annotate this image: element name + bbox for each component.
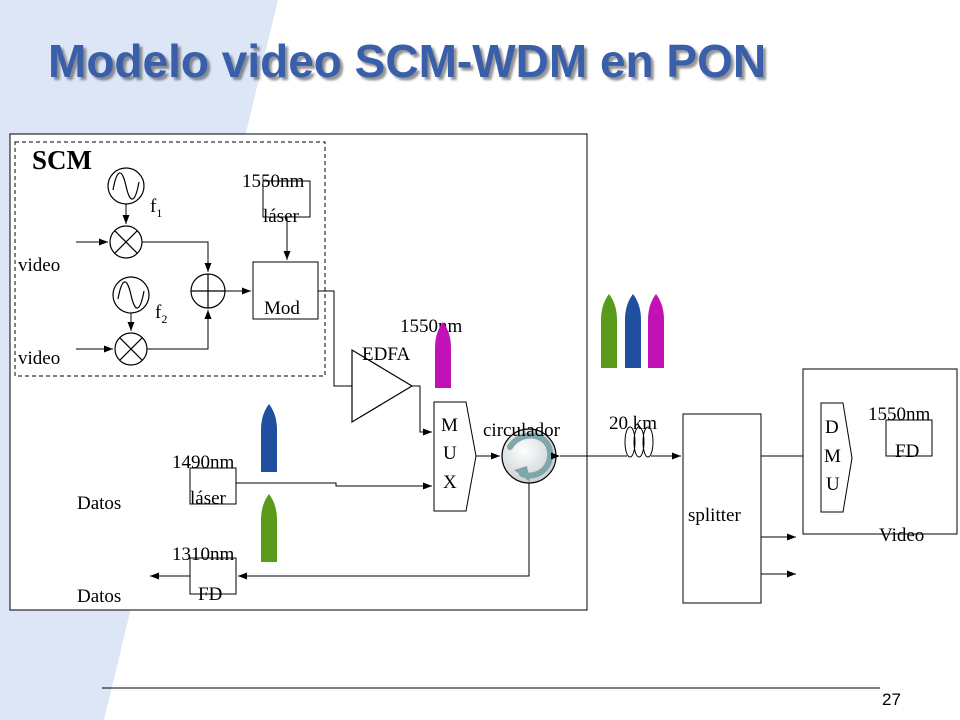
pulse-fiber-magenta	[648, 294, 664, 368]
splitter-label: splitter	[688, 505, 741, 526]
laser-1550-label: láser	[263, 206, 300, 227]
scm-label: SCM	[32, 145, 92, 175]
pulse-1310	[261, 494, 277, 562]
dmux-letter-m: M	[824, 446, 841, 467]
fiber-spool-icon	[624, 426, 654, 458]
laser-1550-wavelength: 1550nm	[242, 171, 305, 192]
splitter-box	[682, 413, 762, 604]
fd-1310-box	[189, 557, 237, 595]
laser-1490-wavelength: 1490nm	[172, 452, 235, 473]
dmux-letter-d: D	[825, 417, 839, 438]
fiber-length-label: 20 km	[609, 413, 657, 434]
video-input-1-label: video	[18, 255, 60, 276]
dmux-block	[820, 402, 853, 513]
f1-label: f1	[150, 196, 162, 220]
onu-wavelength: 1550nm	[868, 404, 931, 425]
circulator-label: circulador	[483, 420, 561, 441]
mux-block	[433, 401, 477, 512]
video-input-2-label: video	[18, 348, 60, 369]
laser-1490-label: láser	[190, 488, 227, 509]
edfa-wavelength: 1550nm	[400, 316, 463, 337]
oscillator-f2-icon	[112, 276, 150, 314]
page-number: 27	[882, 690, 901, 709]
modulator-label: Mod	[264, 298, 300, 319]
mux-letter-m: M	[441, 415, 458, 436]
mixer-1-icon	[109, 225, 143, 259]
video-output-label: Video	[879, 525, 924, 546]
pulse-1490	[261, 404, 277, 472]
pulse-fiber-green	[601, 294, 617, 368]
mux-letter-u: U	[443, 443, 457, 464]
scm-dashed-box	[14, 141, 326, 377]
mux-letter-x: X	[443, 472, 457, 493]
oscillator-f1-icon	[107, 167, 145, 205]
slide-title: Modelo video SCM-WDM en PON	[48, 35, 767, 87]
pulse-1550-edfa	[435, 322, 451, 388]
laser-1550-box	[262, 180, 311, 218]
pulse-fiber-blue	[625, 294, 641, 368]
onu-fd-label: FD	[895, 441, 919, 462]
edfa-label: EDFA	[362, 344, 410, 365]
onu-fd-box	[885, 419, 933, 457]
laser-1490-box	[189, 467, 237, 505]
fd-1310-label: FD	[198, 584, 222, 605]
fd-1310-wavelength: 1310nm	[172, 544, 235, 565]
dmux-letter-u: U	[826, 474, 840, 495]
signal-paths	[76, 204, 912, 580]
mixer-2-icon	[114, 332, 148, 366]
datos-output-label: Datos	[77, 586, 121, 607]
datos-input-label: Datos	[77, 493, 121, 514]
f2-label: f2	[155, 302, 167, 326]
combiner-icon	[190, 273, 226, 309]
